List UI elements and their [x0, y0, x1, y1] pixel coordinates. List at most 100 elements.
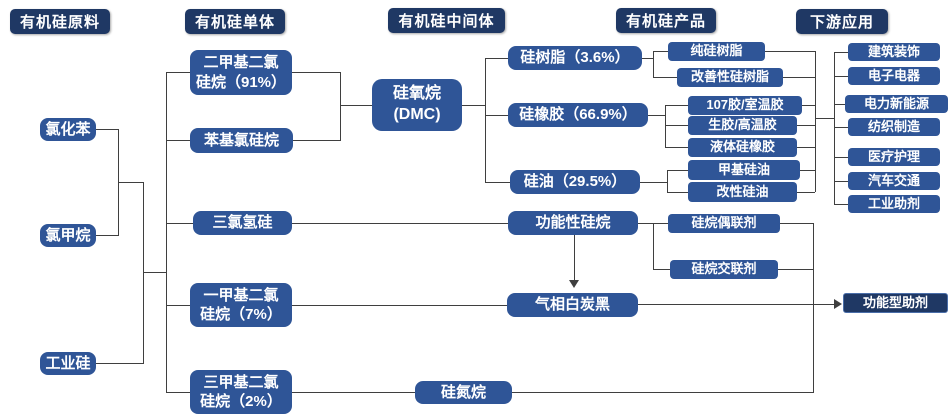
connector-line [642, 58, 653, 59]
connector-line [653, 223, 654, 269]
connector-line [665, 105, 688, 106]
node-silicone-rubber: 硅橡胶（66.9%） [508, 103, 648, 127]
connector-line [665, 147, 688, 148]
header-products: 有机硅产品 [616, 8, 716, 33]
connector-line [118, 182, 143, 183]
header-raw-materials: 有机硅原料 [10, 9, 110, 34]
connector-line [834, 76, 848, 77]
node-modified-silicone-resin: 改善性硅树脂 [677, 68, 783, 87]
connector-line [653, 77, 677, 78]
node-methyl-dichlorosilane: 一甲基二氯 硅烷（7%） [190, 283, 292, 327]
connector-line [834, 181, 848, 182]
connector-line [485, 58, 486, 183]
connector-line [797, 125, 815, 126]
node-industrial-additives: 工业助剂 [848, 195, 940, 213]
connector-line [340, 72, 341, 141]
connector-line [834, 52, 848, 53]
connector-line [166, 72, 190, 73]
node-raw-gum-high-temp: 生胶/高温胶 [688, 116, 797, 135]
node-trimethyl-dichlorosilane: 三甲基二氯 硅烷（2%） [190, 370, 292, 414]
connector-line [665, 105, 666, 148]
node-textile: 纺织制造 [848, 118, 940, 136]
node-dimethyl-dichlorosilane: 二甲基二氯 硅烷（91%） [190, 50, 292, 95]
connector-line [166, 392, 190, 393]
connector-line [96, 129, 118, 130]
node-siloxane-dmc: 硅氧烷 (DMC) [372, 79, 462, 131]
node-chlorobenzene: 氯化苯 [40, 118, 96, 141]
connector-line [143, 272, 166, 273]
connector-line [292, 72, 340, 73]
node-functional-additives: 功能型助剂 [843, 293, 948, 313]
connector-line [340, 105, 372, 106]
arrow-right-icon [834, 299, 842, 309]
connector-line [166, 140, 190, 141]
node-phenyl-chlorosilane: 苯基氯硅烷 [190, 128, 293, 153]
node-pure-silicone-resin: 纯硅树脂 [668, 42, 765, 61]
node-methyl-silicone-oil: 甲基硅油 [688, 160, 800, 180]
node-silane-crosslinking-agent: 硅烷交联剂 [670, 260, 778, 279]
node-glue-107-room-temp: 107胶/室温胶 [688, 96, 802, 115]
node-electronics: 电子电器 [848, 67, 940, 85]
connector-line [653, 51, 668, 52]
connector-line [512, 392, 813, 393]
node-silicone-oil: 硅油（29.5%） [510, 170, 640, 194]
node-power-new-energy: 电力新能源 [845, 95, 948, 113]
node-construction: 建筑装饰 [848, 43, 940, 61]
node-fumed-silica: 气相白炭黑 [507, 293, 638, 317]
connector-line [96, 235, 118, 236]
node-trichlorosilane: 三氯氢硅 [193, 211, 292, 235]
node-silane-coupling-agent: 硅烷偶联剂 [668, 214, 780, 233]
connector-line [574, 235, 575, 281]
connector-line [293, 140, 340, 141]
connector-line [665, 125, 688, 126]
connector-line [834, 204, 848, 205]
connector-line [667, 192, 688, 193]
connector-line [96, 363, 143, 364]
connector-line [802, 105, 815, 106]
connector-line [166, 72, 167, 393]
connector-line [143, 182, 144, 364]
arrow-down-icon [569, 280, 579, 288]
connector-line [292, 223, 508, 224]
node-silicone-resin: 硅树脂（3.6%） [508, 46, 642, 70]
connector-line [834, 157, 848, 158]
connector-line [485, 115, 508, 116]
node-methyl-chloride: 氯甲烷 [40, 224, 96, 247]
node-industrial-silicon: 工业硅 [40, 352, 96, 375]
connector-line [653, 51, 654, 78]
connector-line [166, 223, 193, 224]
connector-line [834, 52, 835, 205]
node-medical: 医疗护理 [848, 148, 940, 166]
connector-line [815, 118, 834, 119]
connector-line [166, 305, 190, 306]
connector-line [653, 269, 670, 270]
connector-line [780, 223, 813, 224]
connector-line [667, 170, 668, 193]
connector-line [485, 182, 510, 183]
connector-line [648, 115, 665, 116]
connector-line [797, 192, 815, 193]
connector-line [815, 51, 816, 192]
node-functional-silane: 功能性硅烷 [508, 211, 638, 235]
connector-line [292, 392, 415, 393]
node-silazane: 硅氮烷 [415, 381, 512, 404]
connector-line [834, 127, 848, 128]
connector-line [485, 58, 508, 59]
connector-line [667, 170, 688, 171]
connector-line [797, 147, 815, 148]
connector-line [640, 182, 667, 183]
connector-line [638, 304, 834, 305]
connector-line [813, 223, 814, 393]
node-modified-silicone-oil: 改性硅油 [688, 182, 797, 202]
header-downstream: 下游应用 [796, 9, 888, 34]
connector-line [834, 104, 845, 105]
connector-line [783, 77, 815, 78]
connector-line [765, 51, 815, 52]
connector-line [292, 305, 507, 306]
connector-line [800, 170, 815, 171]
connector-line [778, 269, 813, 270]
connector-line [462, 105, 485, 106]
node-liquid-silicone-rubber: 液体硅橡胶 [688, 138, 797, 157]
node-automotive: 汽车交通 [848, 172, 940, 190]
